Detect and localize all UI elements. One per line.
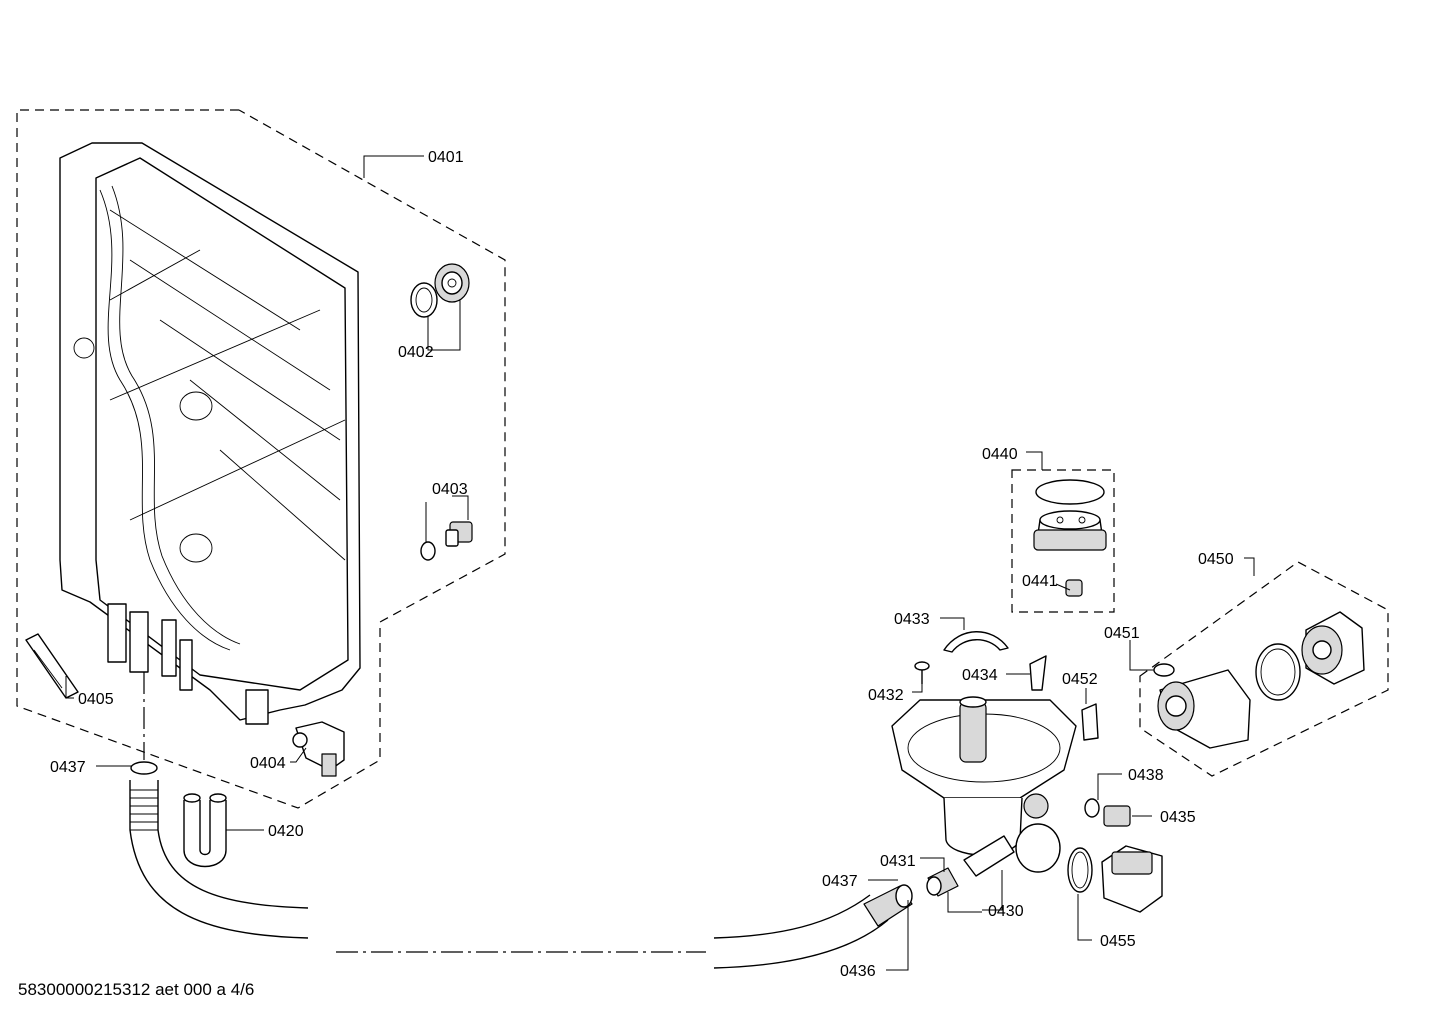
- label-0430: 0430: [988, 903, 1024, 920]
- part-labels: 0401 0402 0403 0404 0405 0437 0420 0440 …: [50, 149, 1234, 980]
- label-0433: 0433: [894, 611, 930, 628]
- drain-hose-part-0437-0436: [129, 672, 913, 969]
- document-id-footer: 58300000215312 aet 000 a 4/6: [18, 980, 255, 999]
- label-0432: 0432: [868, 687, 904, 704]
- part-0434: [1029, 655, 1047, 691]
- label-0404: 0404: [250, 755, 286, 772]
- label-0402: 0402: [398, 344, 434, 361]
- label-0450: 0450: [1198, 551, 1234, 568]
- heater-group-outline-0440: [1011, 469, 1115, 613]
- coupling-part-0431: [926, 867, 959, 897]
- drain-pump-part-0455: [1067, 845, 1163, 913]
- leader-lines: [65, 155, 1255, 971]
- label-0401: 0401: [428, 149, 464, 166]
- oring-part-0438: [1084, 798, 1100, 818]
- label-0435: 0435: [1160, 809, 1196, 826]
- part-0435: [1103, 805, 1131, 827]
- label-0436: 0436: [840, 963, 876, 980]
- label-0405: 0405: [78, 691, 114, 708]
- clip-part-0433: [943, 631, 1009, 653]
- label-0434: 0434: [962, 667, 998, 684]
- seal-ring-part-0402: [410, 263, 470, 318]
- sump-part-0430: [891, 696, 1077, 877]
- label-0403: 0403: [432, 481, 468, 498]
- label-0455: 0455: [1100, 933, 1136, 950]
- base-tub-group-outline: [16, 109, 506, 809]
- part-0452: [1081, 703, 1099, 741]
- label-0440: 0440: [982, 446, 1018, 463]
- label-0437-right: 0437: [822, 873, 858, 890]
- label-0451: 0451: [1104, 625, 1140, 642]
- valve-part-0404: [292, 721, 345, 777]
- label-0420: 0420: [268, 823, 304, 840]
- u-pipe-part-0420: [183, 793, 227, 868]
- label-0438: 0438: [1128, 767, 1164, 784]
- clip-part-0405: [25, 633, 79, 699]
- pump-group-outline-0450: [1139, 561, 1389, 777]
- label-0441: 0441: [1022, 573, 1058, 590]
- fitting-part-0403: [420, 521, 473, 561]
- label-0452: 0452: [1062, 671, 1098, 688]
- screw-part-0432: [914, 661, 930, 684]
- label-0431: 0431: [880, 853, 916, 870]
- base-tub-part-0401: [59, 142, 361, 725]
- label-0437-left: 0437: [50, 759, 86, 776]
